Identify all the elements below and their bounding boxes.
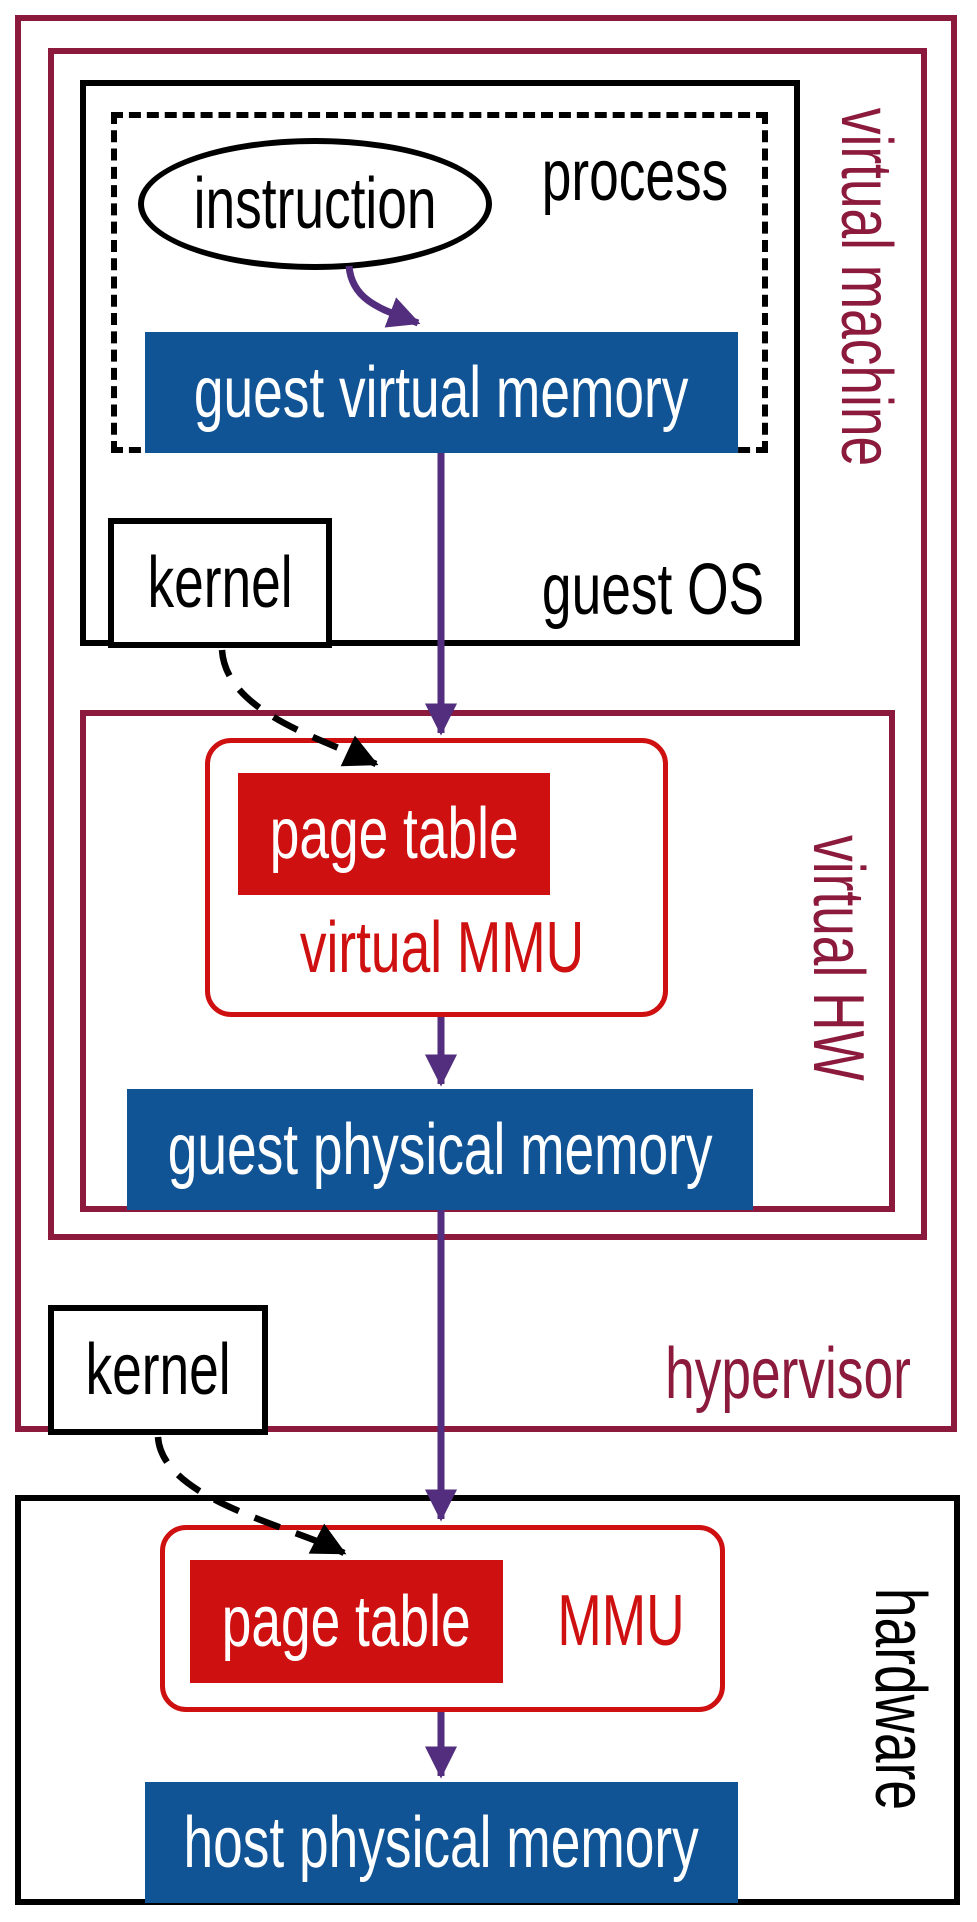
virtual-hw-label: virtual HW <box>798 835 878 1081</box>
page-table-label: page table <box>222 1581 471 1662</box>
hypervisor-box <box>15 15 957 1432</box>
virtual-mmu-label: virtual MMU <box>299 908 585 988</box>
virtual-page-table-box: page table <box>238 773 550 895</box>
guest-os-label: guest OS <box>541 550 765 630</box>
guest-physical-memory-label: guest physical memory <box>167 1109 713 1190</box>
guest-virtual-memory-label: guest virtual memory <box>194 352 689 433</box>
guest-kernel-label: kernel <box>147 543 293 623</box>
hypervisor-kernel-label: kernel <box>85 1330 231 1410</box>
hypervisor-label: hypervisor <box>665 1334 911 1414</box>
hypervisor-kernel-box: kernel <box>48 1305 268 1435</box>
guest-kernel-box: kernel <box>108 518 332 648</box>
virtual-machine-label: virtual machine <box>826 107 906 467</box>
host-physical-memory-box: host physical memory <box>145 1782 738 1903</box>
process-label: process <box>541 136 729 216</box>
guest-physical-memory-box: guest physical memory <box>127 1089 753 1210</box>
page-table-box: page table <box>190 1560 503 1683</box>
instruction-ellipse: instruction <box>138 138 492 270</box>
hardware-label: hardware <box>860 1587 940 1811</box>
virtual-page-table-label: page table <box>269 794 519 874</box>
host-physical-memory-label: host physical memory <box>183 1802 700 1883</box>
instruction-label: instruction <box>193 164 437 244</box>
guest-virtual-memory-box: guest virtual memory <box>145 332 738 453</box>
mmu-label: MMU <box>557 1581 685 1661</box>
virtual-machine-box <box>48 48 927 1240</box>
